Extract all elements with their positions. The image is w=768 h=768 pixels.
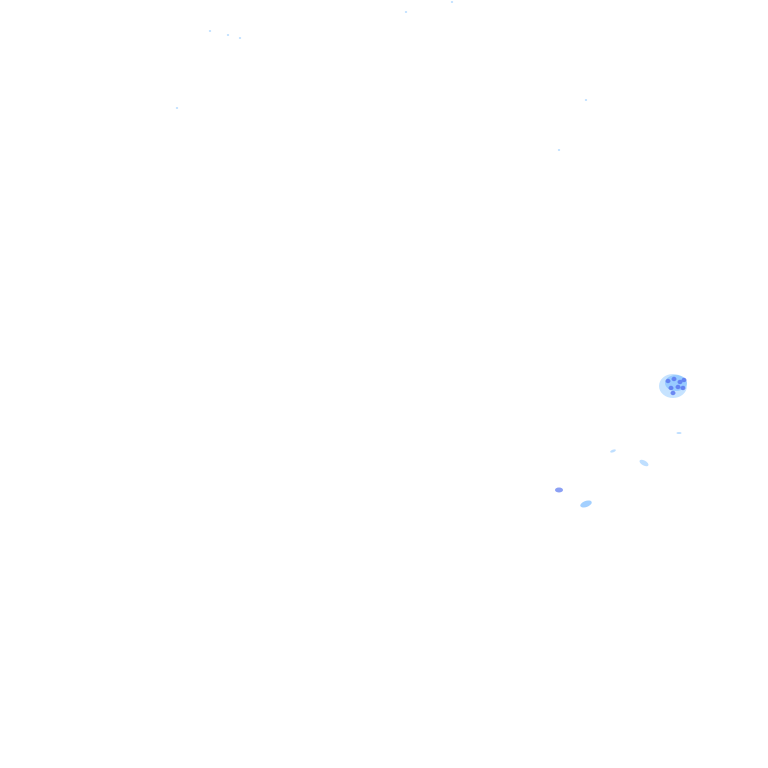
- precipitation-cell: [610, 449, 616, 453]
- precipitation-cell: [238, 37, 242, 39]
- precipitation-cell: [665, 378, 671, 384]
- precipitation-cell: [677, 379, 683, 385]
- precipitation-cell: [668, 385, 674, 391]
- precipitation-cell: [404, 11, 408, 13]
- precipitation-cell: [557, 149, 561, 151]
- precipitation-cell: [584, 99, 588, 101]
- precipitation-cell: [208, 30, 212, 32]
- precipitation-cell: [639, 459, 649, 467]
- precipitation-cell: [580, 500, 592, 508]
- precipitation-cell: [680, 385, 686, 391]
- precipitation-cell: [450, 1, 454, 3]
- precipitation-cell: [555, 487, 563, 493]
- precipitation-cell: [175, 107, 179, 109]
- precipitation-cell: [671, 376, 677, 382]
- precipitation-cell: [676, 432, 682, 434]
- precipitation-cell: [226, 34, 230, 36]
- precipitation-cell: [675, 384, 681, 390]
- precipitation-cell: [670, 390, 676, 396]
- precipitation-cell: [681, 377, 687, 383]
